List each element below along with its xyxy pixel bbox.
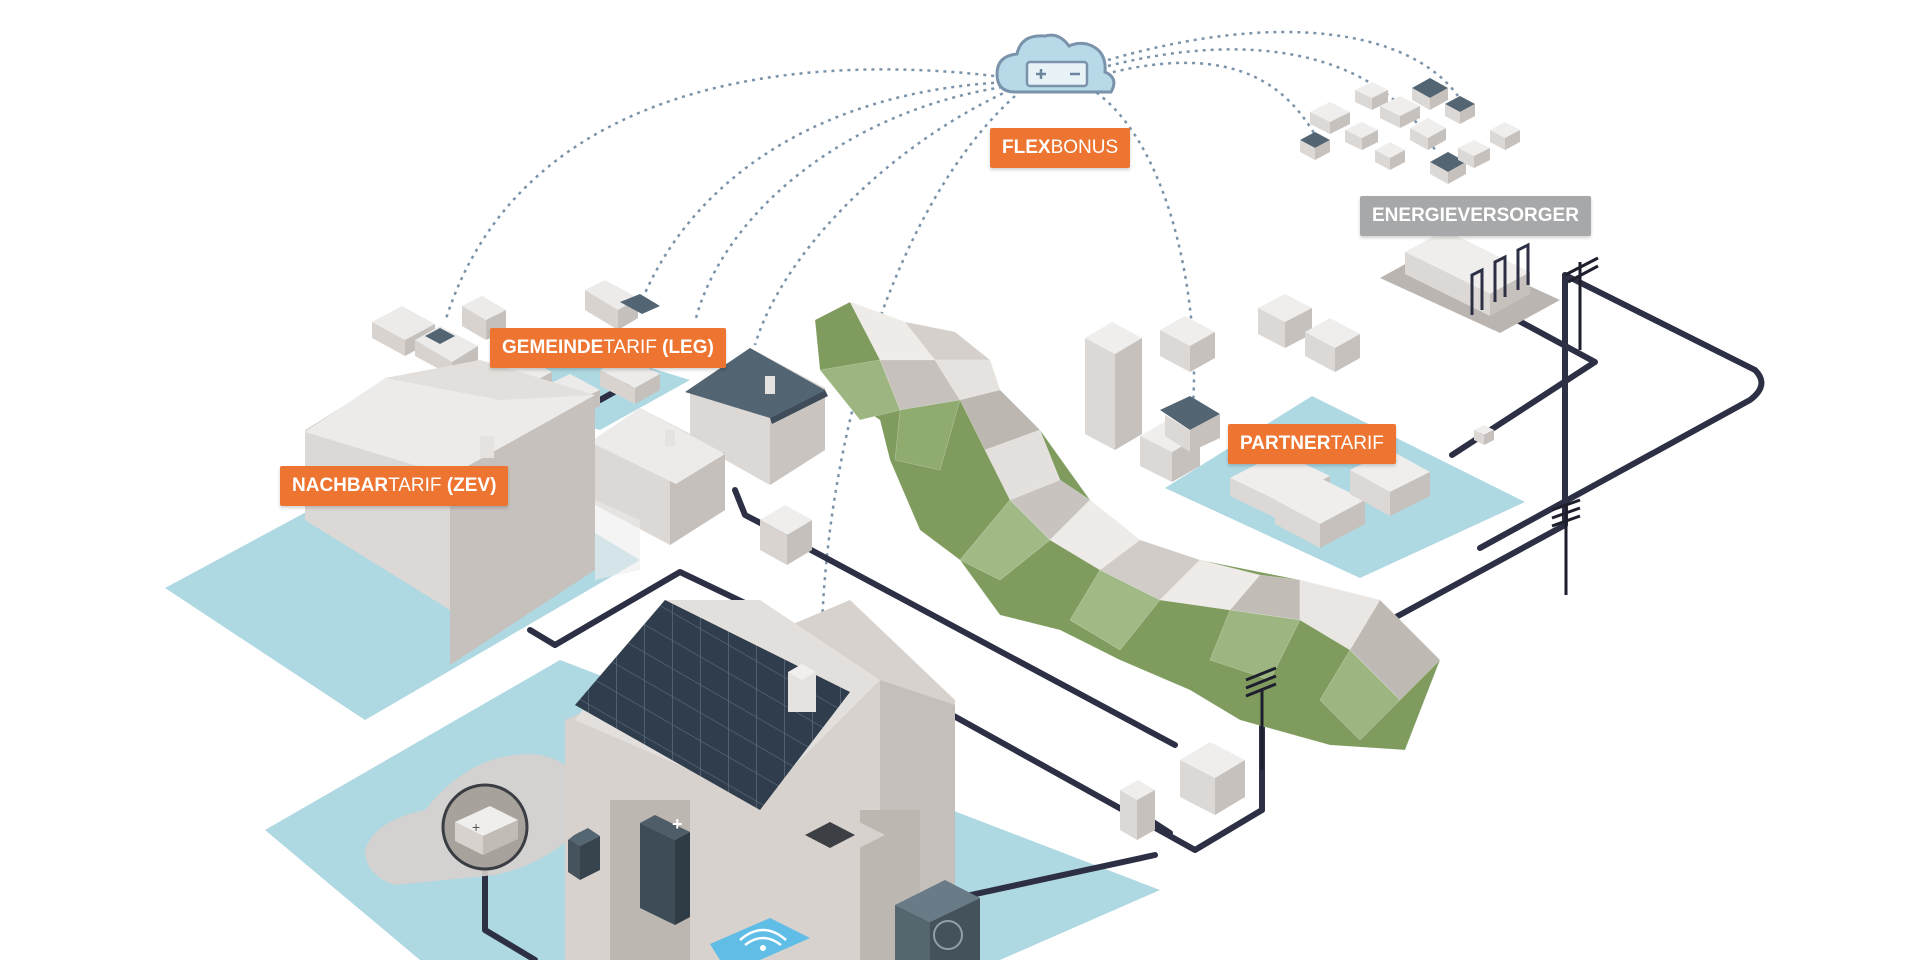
nachbartarif-label-normal: TARIF <box>388 475 442 496</box>
gemeindetarif-label-suffix: (LEG) <box>656 337 714 358</box>
nachbartarif-label: NACHBARTARIF (ZEV) <box>280 466 509 506</box>
partnertarif-label-normal: TARIF <box>1330 433 1384 454</box>
utility-poles <box>1245 256 1599 770</box>
gemeindetarif-label-bold: GEMEINDE <box>502 337 604 358</box>
partnertarif-label-bold: PARTNER <box>1240 433 1331 454</box>
home-battery-icon: + <box>640 814 690 925</box>
nachbartarif-label-bold: NACHBAR <box>292 475 389 496</box>
wall-box <box>568 828 600 880</box>
main-home: + <box>565 600 980 960</box>
mountain <box>814 301 1441 751</box>
flexbonus-label: FLEXBONUS <box>990 128 1131 168</box>
flexbonus-label-normal: BONUS <box>1050 137 1119 158</box>
energieversorger-label: ENERGIEVERSORGER <box>1360 196 1591 236</box>
solar-roof <box>575 600 850 810</box>
nachbartarif-label-suffix: (ZEV) <box>441 475 497 496</box>
gemeindetarif-label: GEMEINDETARIF (LEG) <box>490 328 726 368</box>
village-right <box>1300 78 1520 184</box>
substation-box-1 <box>760 505 812 565</box>
grid-cabinets <box>1120 425 1494 840</box>
flexbonus-label-bold: FLEX <box>1002 137 1051 158</box>
house-mid <box>590 408 725 545</box>
gemeindetarif-label-normal: TARIF <box>603 337 657 358</box>
flexbonus-connections <box>443 30 1460 626</box>
towers <box>1085 294 1360 482</box>
svg-text:+: + <box>672 814 683 834</box>
partner-buildings <box>1230 450 1430 548</box>
heat-pump-icon <box>895 880 980 960</box>
house-dark-roof <box>685 348 828 485</box>
car-battery-icon: + <box>441 783 529 871</box>
partnertarif-label: PARTNERTARIF <box>1228 424 1396 464</box>
power-plant <box>1380 230 1560 333</box>
cloud-battery-icon <box>995 33 1116 94</box>
svg-text:+: + <box>472 819 480 835</box>
wifi-icon <box>710 918 810 960</box>
